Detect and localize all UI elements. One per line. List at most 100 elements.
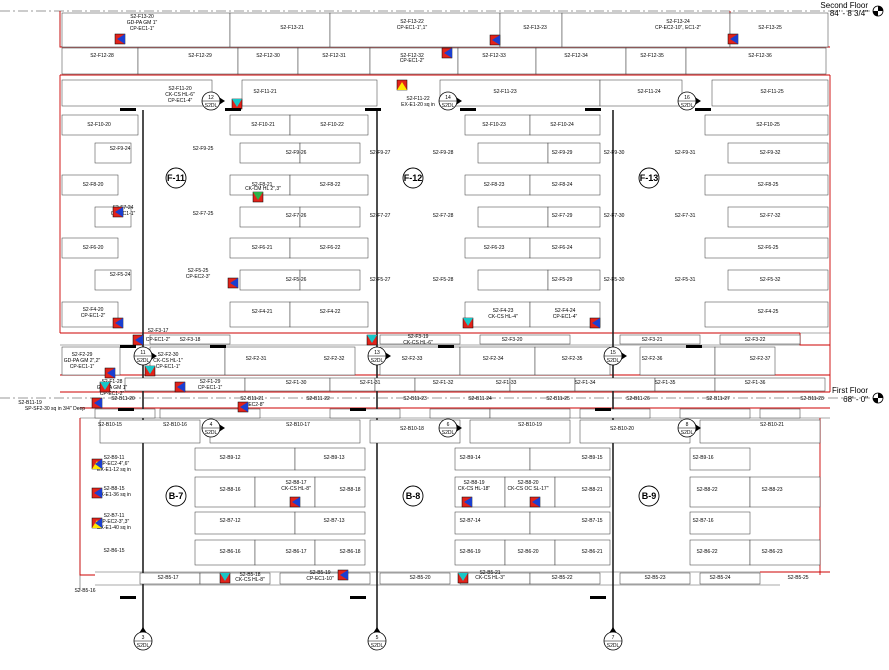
wall-panel (369, 419, 461, 444)
condition-marker-icon (462, 317, 474, 329)
condition-marker-icon (396, 79, 408, 91)
condition-marker-icon (489, 34, 501, 46)
panel-label: S2-B9-11 (104, 455, 125, 461)
panel-label: S2-B10-18 (400, 426, 424, 432)
panel-label: S2-F5-24 (110, 272, 131, 278)
section-tags: 12S2DL14S2DL16S2DL11S2DL13S2DL15S2DL4S2D… (133, 91, 701, 651)
wall-panel (194, 447, 296, 471)
section-number: 4 (210, 422, 213, 428)
column-label: F-13 (640, 173, 659, 183)
panel-label: S2-F1-31 (360, 380, 381, 386)
panel-label: S2-F1-32 (433, 380, 454, 386)
panel-label: S2-B6-16 (219, 549, 240, 555)
panel-label: S2-B9-16 (692, 455, 713, 461)
section-sheet: S2DL (607, 358, 620, 364)
panel-label: S2-F8-20 (83, 182, 104, 188)
panel-label: S2-B7-11 (104, 513, 125, 519)
panel-label: S2-B5-24 (709, 575, 730, 581)
column-label: F-11 (167, 173, 185, 183)
wall-panel (194, 511, 296, 535)
section-number: 3 (142, 635, 145, 641)
panel-label: S2-F9-32 (760, 150, 781, 156)
condition-note: CP-EC1-10" (306, 576, 334, 582)
wall-panel (561, 12, 731, 48)
panel-label: S2-B11-27 (706, 396, 730, 402)
section-sheet: S2DL (205, 103, 218, 109)
panel-label: S2-F2-35 (562, 356, 583, 362)
panel-label: S2-F13-21 (280, 25, 304, 31)
panel-label: S2-F3-20 (502, 337, 523, 343)
wall-panel (685, 47, 827, 75)
panel-label: S2-B5-20 (409, 575, 430, 581)
wall-panel (454, 539, 506, 566)
wall-panel (529, 511, 611, 535)
panel-label: S2-F12-31 (322, 53, 346, 59)
note-labels: GD-PA GM 1"CP-EC1-1"CP-EC1-1",1"CP-EC2-1… (25, 20, 701, 583)
wall-panel (689, 539, 751, 566)
panel-label: S2-F7-31 (675, 213, 696, 219)
wall-panel (209, 419, 361, 444)
panel-label: S2-B5-21 (479, 570, 500, 576)
wall-panel (299, 142, 361, 164)
condition-marker-icon (104, 367, 116, 379)
condition-marker-icon (237, 401, 249, 413)
wall-panel (554, 476, 611, 508)
panel-label: S2-B6-22 (696, 549, 717, 555)
panel-label: S2-B9-15 (581, 455, 602, 461)
wall-panel (457, 47, 537, 75)
panel-label: S2-B11-24 (468, 396, 492, 402)
section-sheet: S2DL (371, 643, 384, 649)
panel-label: S2-F4-22 (320, 309, 341, 315)
condition-note: CP-EC1-2" (100, 391, 125, 397)
level-marker-first: First Floor 68' - 0" (832, 386, 884, 404)
wall-panel (229, 301, 291, 328)
panel-label: S2-B8-23 (761, 487, 782, 493)
wall-panel (379, 334, 461, 345)
condition-note: CP-EC1-2" (400, 58, 425, 64)
wall-panel (237, 47, 299, 75)
panel-label: S2-F7-28 (433, 213, 454, 219)
panel-label: S2-F5-27 (370, 277, 391, 283)
condition-marker-icon (91, 458, 103, 470)
wall-panel (727, 206, 829, 228)
wall-panel (94, 142, 132, 164)
panel-label: S2-F11-22 (406, 96, 429, 102)
panel-label: S2-B8-16 (219, 487, 240, 493)
panel-label: S2-F3-17 (148, 328, 169, 334)
condition-note: CP-EC2-3" (186, 274, 211, 280)
panel-label: S2-F1-33 (496, 380, 517, 386)
panel-label: S2-F9-26 (286, 150, 307, 156)
wall-panel (529, 174, 601, 196)
condition-marker-icon (529, 496, 541, 508)
condition-marker-icon (91, 487, 103, 499)
panel-label: S2-F2-31 (246, 356, 267, 362)
wall-panel (159, 408, 261, 419)
panel-label: S2-F12-34 (564, 53, 588, 59)
panel-label: S2-F6-21 (252, 245, 273, 251)
panel-label: S2-B8-17 (285, 480, 306, 486)
condition-note: CP-EC1-4" (168, 98, 193, 104)
wall-panel (529, 572, 601, 585)
section-sheet: S2DL (371, 358, 384, 364)
wall-panel (727, 269, 829, 291)
wall-panel (61, 237, 119, 259)
wall-panel (61, 47, 139, 75)
panel-label: S2-B11-22 (306, 396, 330, 402)
condition-note: CK-CS OC SL-17" (508, 486, 549, 492)
condition-note: CK-CS HL-6" (403, 340, 433, 346)
panel-label: S2-B11-21 (240, 396, 264, 402)
condition-marker-icon (227, 277, 239, 289)
panel-label: S2-B10-16 (163, 422, 187, 428)
panel-label: S2-B7-14 (459, 518, 480, 524)
panel-label: S2-F5-29 (552, 277, 573, 283)
condition-marker-icon (366, 334, 378, 346)
column-bubble: B-9 (638, 485, 660, 507)
panel-label: S2-B8-15 (103, 486, 124, 492)
panel-label: S2-F11-20 (168, 86, 191, 92)
